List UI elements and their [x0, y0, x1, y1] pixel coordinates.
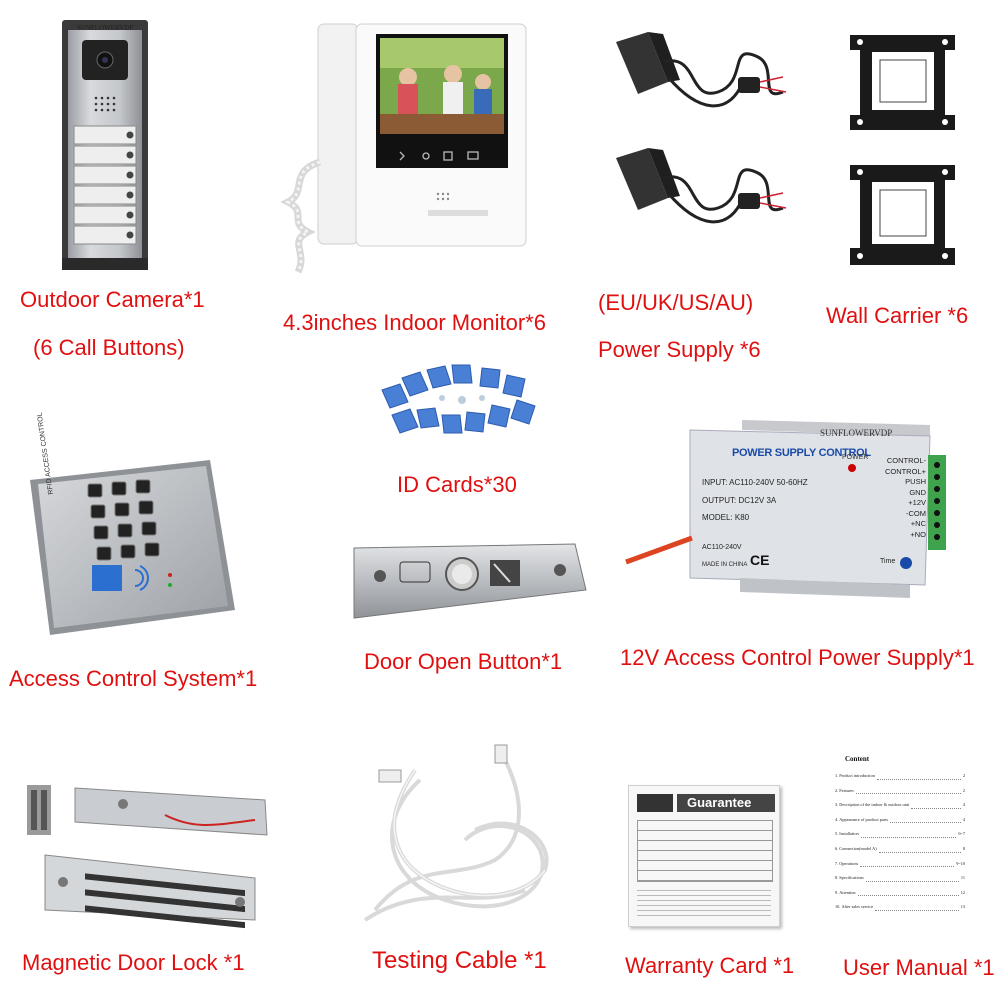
label-id-cards: ID Cards*30 — [397, 472, 517, 497]
psu-title: POWER SUPPLY CONTROL — [732, 447, 871, 459]
psu-red-cable — [625, 535, 693, 565]
warranty-card: Guarantee — [628, 785, 780, 927]
indoor-monitor-image — [280, 23, 527, 274]
psu-made: MADE IN CHINA — [702, 562, 748, 568]
label-access-control-power-supply: 12V Access Control Power Supply*1 — [620, 645, 975, 670]
psu-input: INPUT: AC110-240V 50-60HZ — [702, 478, 808, 487]
psu-terminal: CONTROL- — [886, 456, 926, 465]
label-door-open-button: Door Open Button*1 — [364, 649, 563, 674]
psu-terminal: CONTROL+ — [884, 466, 926, 476]
label-outdoor-camera: Outdoor Camera*1 — [20, 287, 205, 312]
psu-terminal: +NO — [910, 529, 926, 539]
psu-power-label: POWER — [842, 454, 869, 461]
manual-row: 6. Connection(model A)8 — [835, 842, 965, 857]
label-testing-cable: Testing Cable *1 — [372, 947, 547, 974]
label-power-supply-regions: (EU/UK/US/AU) — [598, 290, 754, 315]
warranty-title: Guarantee — [687, 795, 752, 810]
label-user-manual: User Manual *1 — [843, 955, 995, 980]
label-power-supply: Power Supply *6 — [598, 337, 761, 362]
power-adapter-image-1 — [616, 32, 787, 108]
psu-terminal-list: CONTROL- CONTROL+ PUSH GND +12V -COM +NC… — [876, 456, 926, 540]
magnetic-lock-image — [27, 785, 268, 929]
warranty-title-bar — [677, 794, 775, 812]
psu-terminal: PUSH — [905, 477, 926, 486]
psu-terminal: GND — [909, 487, 926, 497]
psu-terminal: +NC — [910, 519, 926, 528]
label-warranty-card: Warranty Card *1 — [625, 953, 795, 978]
label-access-control-system: Access Control System*1 — [9, 666, 258, 691]
label-wall-carrier: Wall Carrier *6 — [826, 303, 969, 328]
warranty-text — [637, 886, 771, 920]
warranty-table — [637, 820, 773, 882]
psu-brand: SUNFLOWERVDP — [820, 428, 893, 438]
wall-carrier-image-2 — [850, 165, 955, 265]
psu-output: OUTPUT: DC12V 3A — [702, 496, 777, 505]
label-indoor-monitor: 4.3inches Indoor Monitor*6 — [283, 310, 546, 335]
outdoor-camera-image — [62, 20, 148, 270]
id-cards-image — [381, 364, 536, 434]
psu-ce: CE — [750, 552, 770, 568]
wall-carrier-image-1 — [850, 35, 955, 130]
access-control-keypad-image — [30, 460, 235, 635]
camera-brand: SUNFLOWERVDP — [76, 24, 134, 32]
power-adapter-image-2 — [616, 148, 787, 224]
psu-model: MODEL: K80 — [702, 513, 750, 522]
testing-cable-image — [363, 744, 549, 922]
manual-title: Content — [845, 755, 870, 763]
label-magnetic-door-lock: Magnetic Door Lock *1 — [22, 950, 245, 975]
label-outdoor-camera-buttons: (6 Call Buttons) — [33, 335, 185, 360]
psu-time: Time — [880, 558, 896, 565]
psu-ac: AC110-240V — [702, 544, 742, 551]
psu-terminal: -COM — [906, 508, 926, 518]
manual-row: 3. Description of the indoor & outdoor u… — [835, 798, 965, 813]
access-power-supply-box: SUNFLOWERVDP POWER SUPPLY CONTROL POWER … — [680, 420, 950, 600]
warranty-logo — [637, 794, 673, 812]
psu-terminal: +12V — [908, 498, 926, 507]
door-open-button-image — [353, 543, 587, 619]
